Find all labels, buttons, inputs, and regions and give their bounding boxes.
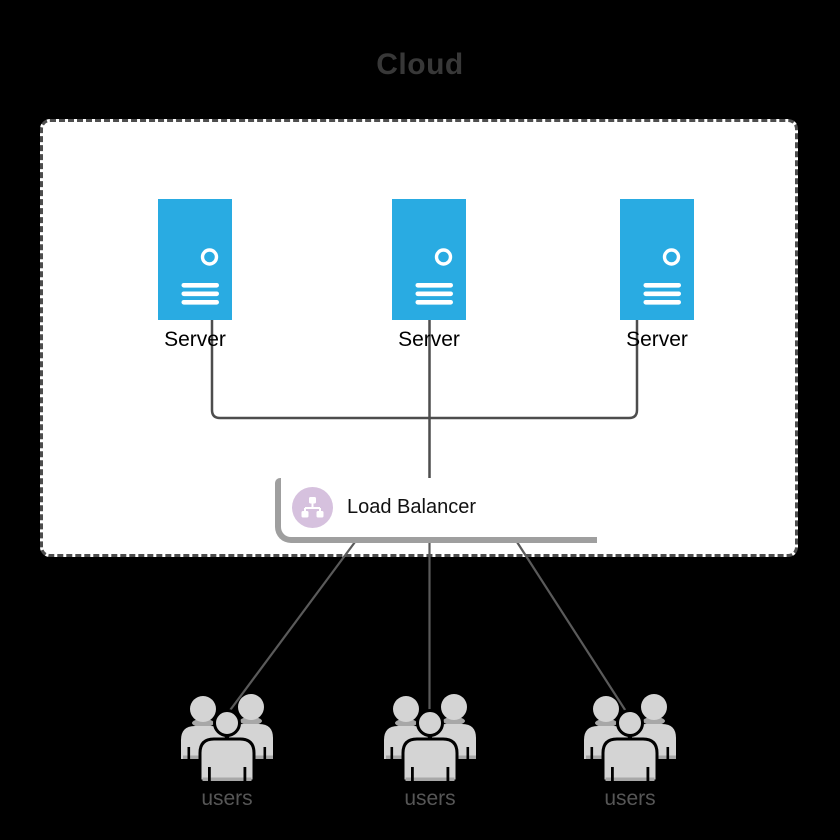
- users-2-label: users: [404, 787, 456, 810]
- load-balancer-label: Load Balancer: [347, 496, 476, 518]
- user-group-icon: [584, 694, 676, 783]
- node-users-2: users: [382, 691, 478, 811]
- diagram-title: Cloud: [376, 48, 464, 81]
- server-tower-icon: [620, 199, 694, 320]
- users-3-label: users: [604, 787, 656, 810]
- server-tower-icon: [392, 199, 466, 320]
- node-load-balancer: Load Balancer: [275, 478, 597, 543]
- user-group-icon: [181, 694, 273, 783]
- connector-lb-users3: [516, 541, 630, 717]
- node-users-3: users: [582, 691, 678, 811]
- users-1-label: users: [201, 787, 253, 810]
- sitemap-icon: [301, 497, 324, 518]
- server-tower-icon: [158, 199, 232, 320]
- node-server-1: Server: [158, 199, 232, 352]
- node-users-1: users: [179, 691, 275, 811]
- node-server-3: Server: [620, 199, 694, 352]
- load-balancer-icon-circle: [292, 487, 333, 528]
- server-1-label: Server: [164, 328, 226, 351]
- node-server-2: Server: [392, 199, 466, 352]
- server-2-label: Server: [398, 328, 460, 351]
- server-3-label: Server: [626, 328, 688, 351]
- connector-lb-users1: [227, 541, 356, 714]
- user-group-icon: [384, 694, 476, 783]
